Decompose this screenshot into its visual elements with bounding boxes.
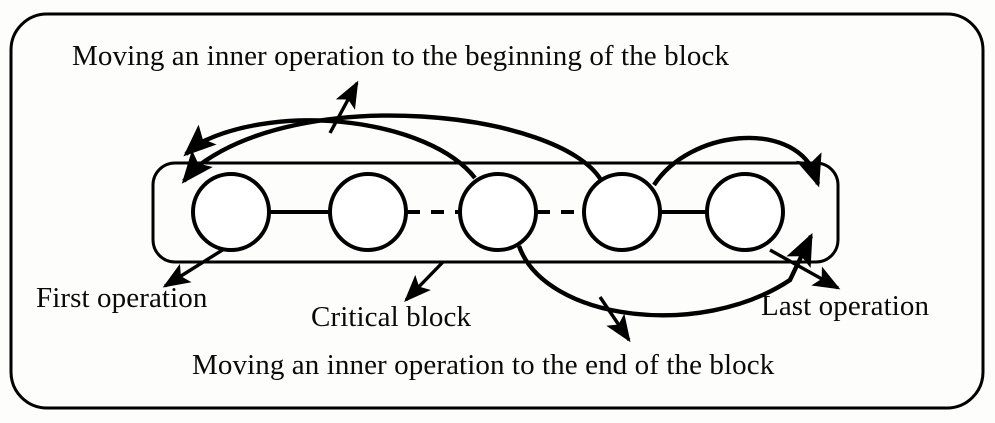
- leader-line-top-label: [328, 80, 359, 134]
- operation-node-3[interactable]: [458, 172, 538, 252]
- move-arc-op3-to-beginning: [183, 118, 477, 180]
- leader-line-bottom-label: [598, 296, 631, 343]
- leader-line-last-operation: [769, 248, 841, 290]
- leader-line-critical-block: [404, 260, 445, 302]
- move-arc-op4-to-beginning: [181, 113, 603, 184]
- outer-frame: [9, 12, 985, 410]
- operation-node-4[interactable]: [582, 172, 662, 252]
- caption-move-to-end: Moving an inner operation to the end of …: [192, 349, 775, 381]
- operation-node-5[interactable]: [705, 172, 785, 252]
- operation-node-1[interactable]: [191, 172, 271, 252]
- operation-node-2[interactable]: [328, 172, 408, 252]
- caption-critical-block: Critical block: [311, 301, 472, 333]
- move-arc-op4-to-end: [652, 135, 822, 188]
- caption-first-operation: First operation: [36, 282, 208, 314]
- critical-block-rect: [151, 161, 840, 264]
- caption-last-operation: Last operation: [761, 290, 930, 322]
- caption-move-to-beginning: Moving an inner operation to the beginni…: [72, 40, 730, 72]
- move-arc-op3-to-end: [516, 232, 813, 318]
